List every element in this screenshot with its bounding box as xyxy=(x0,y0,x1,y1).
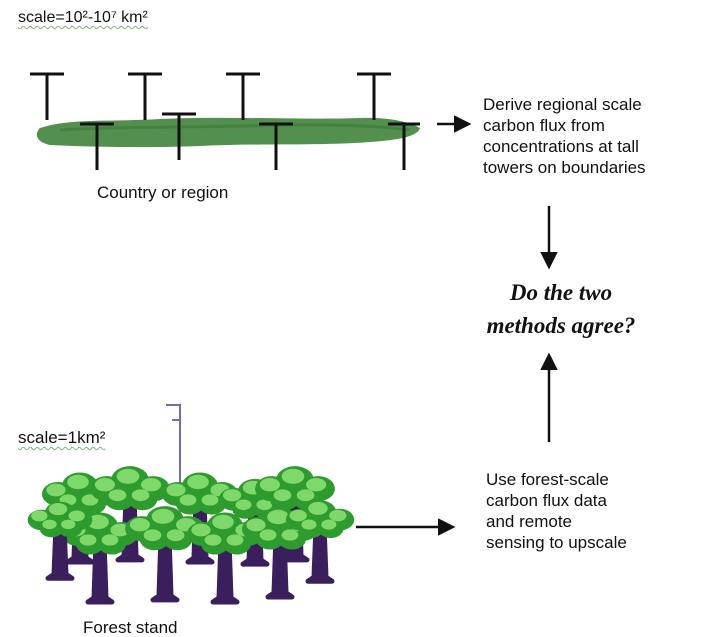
forest-caption: Forest stand xyxy=(83,618,178,637)
tall-tower-icon xyxy=(388,122,420,170)
forest-tree-icon xyxy=(255,466,335,563)
region-land-strip xyxy=(36,117,420,148)
question-text: Do the two methods agree? xyxy=(451,276,671,342)
question-line: methods agree? xyxy=(486,313,636,338)
tall-tower-icon xyxy=(357,72,391,120)
tall-tower-icon xyxy=(259,122,293,170)
forest-method-text: Use forest-scale carbon flux data and re… xyxy=(486,469,627,553)
region-caption: Country or region xyxy=(97,183,229,202)
regional-method-line: Derive regional scale xyxy=(483,95,642,114)
regional-method-line: carbon flux from xyxy=(483,116,605,135)
tall-tower-icon xyxy=(30,72,64,120)
tall-towers xyxy=(30,72,420,170)
tall-tower-icon xyxy=(80,122,114,170)
forest-method-line: and remote xyxy=(486,512,572,531)
forest-tree-icon xyxy=(125,506,205,603)
forest-stand-trees xyxy=(27,466,355,605)
regional-method-line: towers on boundaries xyxy=(483,158,646,177)
tall-tower-icon xyxy=(162,112,196,160)
region-scale-label: scale=10²-10⁷ km² xyxy=(18,9,148,26)
regional-method-line: concentrations at tall xyxy=(483,137,639,156)
question-line: Do the two xyxy=(509,280,613,305)
forest-scale-label: scale=1km² xyxy=(18,428,106,447)
tall-tower-icon xyxy=(226,72,260,120)
forest-tree-icon xyxy=(27,501,93,581)
forest-method-line: carbon flux data xyxy=(486,491,607,510)
forest-method-line: Use forest-scale xyxy=(486,470,609,489)
tall-tower-icon xyxy=(128,72,162,120)
regional-method-text: Derive regional scale carbon flux from c… xyxy=(483,94,646,178)
forest-method-line: sensing to upscale xyxy=(486,533,627,552)
forest-tree-icon xyxy=(285,500,355,584)
